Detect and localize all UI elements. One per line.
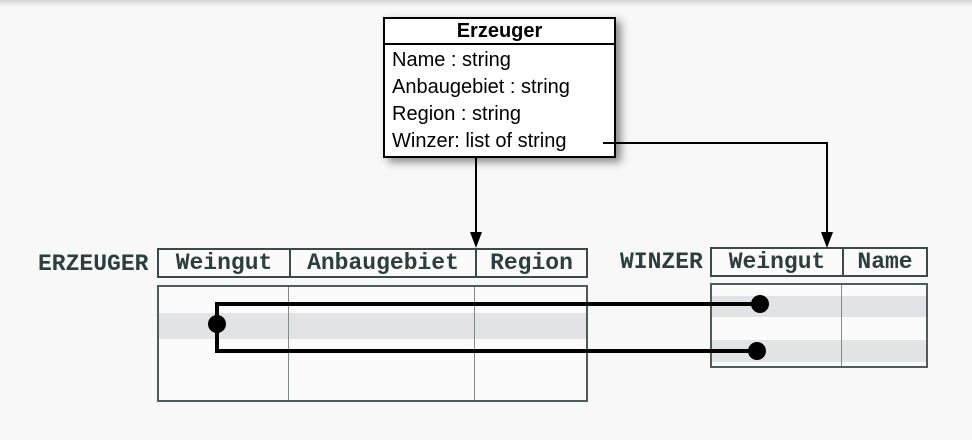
winzer-shaded-row-1 — [712, 296, 926, 317]
erzeuger-table-body — [157, 285, 588, 402]
winzer-table-label: WINZER — [620, 249, 703, 275]
uml-attribute-list: Name : string Anbaugebiet : string Regio… — [385, 45, 614, 155]
winzer-header-row: Weingut Name — [710, 247, 928, 277]
winzer-mapping-arrow — [603, 142, 833, 248]
erzeuger-header-cell-region: Region — [475, 250, 586, 276]
uml-attribute-winzer: Winzer: list of string — [392, 130, 567, 152]
winzer-shaded-row-2 — [712, 340, 926, 362]
column-divider — [288, 287, 289, 400]
erzeuger-header-row: Weingut Anbaugebiet Region — [157, 248, 588, 278]
erzeuger-mapping-arrow — [470, 158, 482, 248]
uml-class-box-erzeuger: Erzeuger Name : string Anbaugebiet : str… — [383, 17, 616, 158]
column-divider — [474, 287, 475, 400]
erzeuger-table-label: ERZEUGER — [38, 251, 149, 277]
uml-attribute-anbaugebiet: Anbaugebiet : string — [392, 76, 570, 98]
erzeuger-header-cell-anbaugebiet: Anbaugebiet — [289, 250, 475, 276]
uml-attribute-region: Region : string — [392, 103, 521, 125]
column-divider — [841, 285, 842, 366]
top-edge-shadow — [0, 0, 972, 7]
erzeuger-shaded-row — [159, 313, 586, 339]
erzeuger-header-cell-weingut: Weingut — [175, 250, 273, 276]
winzer-header-cell-weingut: Weingut — [728, 249, 826, 275]
uml-attribute-name: Name : string — [392, 49, 511, 71]
uml-class-title: Erzeuger — [385, 19, 614, 45]
winzer-header-cell-name: Name — [842, 249, 926, 275]
winzer-table-body — [710, 283, 928, 368]
